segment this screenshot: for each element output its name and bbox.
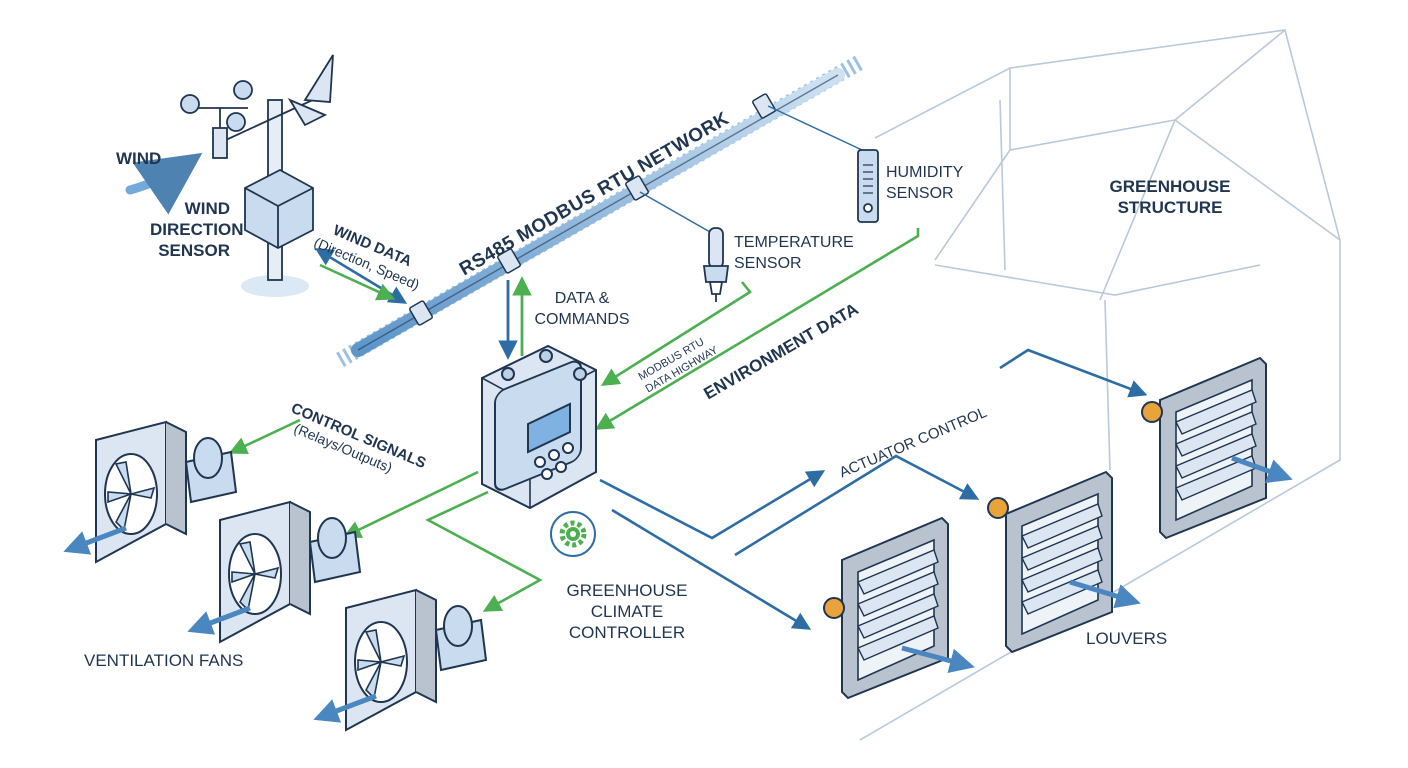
ventilation-fan — [187, 500, 362, 644]
greenhouse-structure — [859, 29, 1341, 741]
environment-data-line — [594, 228, 920, 430]
controller-label-line: CONTROLLER — [568, 623, 686, 642]
bus-node — [752, 93, 776, 119]
greenhouse-label-line: STRUCTURE — [1117, 198, 1223, 217]
greenhouse-label-line: GREENHOUSE — [1109, 177, 1231, 196]
humidity-sensor-label-line: SENSOR — [886, 185, 954, 202]
temperature-sensor-label-line: SENSOR — [734, 255, 802, 272]
bus-node — [409, 300, 433, 326]
wind-sensor-label: WIND DIRECTION SENSOR — [150, 198, 244, 261]
wind-sensor-label-line: WIND — [184, 199, 230, 218]
temperature-data-line — [600, 281, 752, 386]
temperature-sensor-device — [702, 227, 730, 302]
wind-arrow — [125, 152, 203, 215]
louver — [987, 470, 1141, 654]
actuator-control-lines — [599, 348, 1148, 630]
louvers-label: LOUVERS — [1086, 629, 1168, 648]
wind-data-arrow-green — [319, 263, 396, 301]
data-commands-label: DATA & COMMANDS — [532, 288, 632, 330]
rs485-bus — [336, 55, 864, 367]
temperature-sensor-label: TEMPERATURE SENSOR — [734, 232, 854, 274]
ventilation-fans-label: VENTILATION FANS — [84, 651, 244, 670]
temperature-sensor-label-line: TEMPERATURE — [734, 234, 854, 251]
bus-node — [497, 248, 521, 274]
greenhouse-label: GREENHOUSE STRUCTURE — [1100, 176, 1240, 218]
ventilation-fan — [63, 420, 238, 564]
controller-label-line: CLIMATE — [590, 602, 664, 621]
humidity-sensor-label-line: HUMIDITY — [886, 164, 964, 181]
sensor-drop-lines — [639, 105, 863, 233]
controller-label: GREENHOUSE CLIMATE CONTROLLER — [552, 580, 702, 643]
louver — [1141, 356, 1293, 540]
controller-label-line: GREENHOUSE — [566, 581, 688, 600]
control-signal-lines — [228, 418, 543, 612]
wind-direction-sensor — [180, 54, 334, 297]
wind-sensor-label-line: SENSOR — [158, 241, 230, 260]
humidity-sensor-device — [857, 149, 879, 223]
ventilation-fan — [313, 588, 488, 732]
wind-input-label: WIND — [116, 149, 162, 168]
wind-sensor-label-line: DIRECTION — [150, 220, 244, 239]
gear-icon — [550, 511, 596, 557]
data-commands-label-line: COMMANDS — [534, 311, 630, 328]
louver — [823, 516, 975, 700]
data-commands-label-line: DATA & — [554, 290, 610, 307]
humidity-sensor-label: HUMIDITY SENSOR — [886, 162, 963, 204]
climate-controller — [481, 344, 597, 510]
